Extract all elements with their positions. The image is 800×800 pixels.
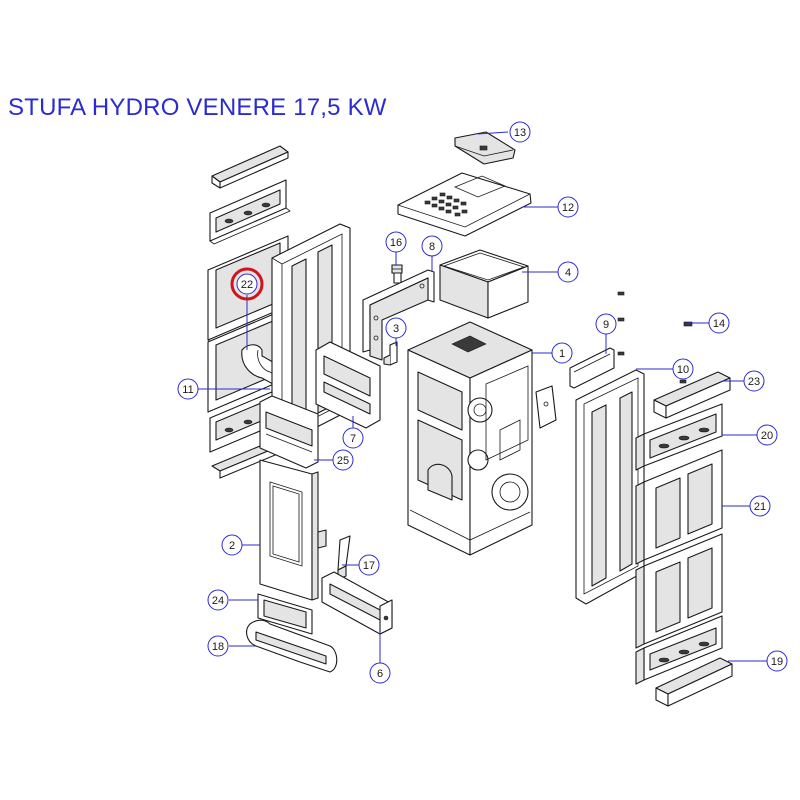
svg-text:3: 3 (393, 323, 399, 335)
callout-7[interactable]: 7 (342, 427, 364, 449)
part-24-plate[interactable] (257, 593, 313, 635)
callout-4[interactable]: 4 (557, 261, 579, 283)
leader-lines (198, 131, 767, 663)
part-10-strip[interactable] (569, 347, 615, 389)
rear-bracket[interactable] (535, 385, 557, 429)
part-9-side-panel[interactable] (575, 369, 645, 605)
svg-text:9: 9 (603, 319, 609, 331)
svg-text:11: 11 (182, 384, 193, 396)
svg-text:20: 20 (761, 430, 773, 442)
svg-text:12: 12 (562, 202, 574, 214)
left-tile-upper[interactable] (209, 179, 291, 245)
part-25-panel[interactable] (259, 395, 319, 469)
callout-13[interactable]: 13 (509, 121, 531, 143)
callout-2[interactable]: 2 (221, 534, 243, 556)
svg-text:22: 22 (241, 279, 253, 291)
callout-18[interactable]: 18 (207, 635, 229, 657)
callout-23[interactable]: 23 (743, 370, 765, 392)
svg-text:8: 8 (429, 241, 435, 253)
callout-24[interactable]: 24 (207, 589, 229, 611)
callout-17[interactable]: 17 (358, 554, 380, 576)
callout-16[interactable]: 16 (385, 231, 407, 253)
part-7-frame[interactable] (315, 341, 381, 429)
svg-text:19: 19 (771, 656, 783, 668)
part-2-door[interactable] (259, 459, 327, 601)
part-3-clip[interactable] (383, 341, 398, 366)
svg-text:24: 24 (212, 595, 224, 607)
svg-text:14: 14 (713, 318, 725, 330)
callout-14[interactable]: 14 (708, 312, 730, 334)
svg-text:7: 7 (350, 433, 356, 445)
svg-text:4: 4 (565, 267, 571, 279)
callout-8[interactable]: 8 (421, 235, 443, 257)
part-21-middle-tile[interactable] (635, 449, 723, 565)
part-8-bracket[interactable] (362, 269, 435, 361)
callout-11[interactable]: 11 (177, 378, 199, 400)
callout-9[interactable]: 9 (595, 313, 617, 335)
part-14-screws[interactable] (617, 291, 693, 384)
callout-3[interactable]: 3 (385, 317, 407, 339)
part-1-main-body[interactable] (407, 321, 533, 556)
callout-25[interactable]: 25 (332, 449, 354, 471)
part-19-bottom-cap[interactable] (655, 657, 733, 707)
callout-20[interactable]: 20 (756, 424, 778, 446)
part-18-base[interactable] (246, 619, 338, 673)
callout-6[interactable]: 6 (369, 662, 391, 684)
svg-text:21: 21 (754, 501, 766, 513)
svg-text:18: 18 (212, 641, 224, 653)
diagram-title: STUFA HYDRO VENERE 17,5 KW (8, 94, 387, 121)
part-6-drawer[interactable] (321, 571, 393, 635)
part-4-hopper[interactable] (439, 249, 529, 319)
callout-10[interactable]: 10 (672, 358, 694, 380)
svg-text:10: 10 (677, 364, 689, 376)
callout-22[interactable]: 22 (236, 273, 258, 295)
svg-text:16: 16 (390, 237, 402, 249)
part-13-top-cover[interactable] (454, 131, 516, 165)
svg-text:25: 25 (337, 455, 349, 467)
callout-21[interactable]: 21 (749, 495, 771, 517)
svg-text:13: 13 (514, 127, 526, 139)
part-12-top-plate[interactable] (397, 172, 532, 237)
callout-19[interactable]: 19 (766, 650, 788, 672)
right-lower-tile[interactable] (635, 533, 723, 649)
right-bottom-tile[interactable] (635, 615, 723, 685)
part-17-bracket[interactable] (337, 535, 351, 581)
highlight-ring-22 (230, 267, 264, 301)
part-20-upper-tile[interactable] (635, 403, 723, 471)
svg-text:1: 1 (559, 348, 565, 360)
part-23-top-cap[interactable] (653, 371, 731, 419)
svg-text:2: 2 (229, 540, 235, 552)
callout-12[interactable]: 12 (557, 196, 579, 218)
svg-text:6: 6 (377, 668, 383, 680)
svg-text:17: 17 (363, 560, 375, 572)
left-top-cap[interactable] (211, 145, 289, 189)
callout-1[interactable]: 1 (551, 342, 573, 364)
part-16-valve[interactable] (391, 264, 403, 284)
svg-text:23: 23 (748, 376, 760, 388)
